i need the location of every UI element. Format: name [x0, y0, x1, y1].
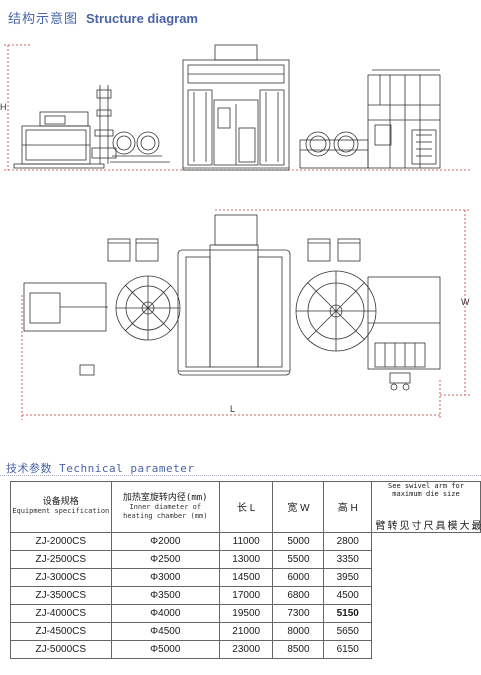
table-header-row: 设备规格 Equipment specification 加热室旋转内径(mm)… [10, 481, 481, 533]
cell-height: 6150 [323, 640, 372, 659]
height-dim-label: H [0, 102, 7, 112]
cell-length: 14500 [218, 568, 274, 587]
header-diameter: 加热室旋转内径(mm) Inner diameter of heating ch… [110, 481, 220, 533]
cell-height: 5150 [323, 604, 372, 623]
length-dim-label: L [230, 404, 235, 414]
cell-diameter: Φ3500 [110, 586, 220, 605]
header-spec: 设备规格 Equipment specification [10, 481, 112, 533]
header-diameter-cn: 加热室旋转内径(mm) [122, 492, 208, 503]
table-row: ZJ-3000CS Φ3000 14500 6000 3950 [10, 568, 481, 587]
cell-height: 3950 [323, 568, 372, 587]
cell-model: ZJ-4000CS [10, 604, 112, 623]
cell-length: 11000 [218, 532, 274, 551]
header-height-text: 高 H [337, 503, 358, 514]
table-row: ZJ-2500CS Φ2500 13000 5500 3350 [10, 550, 481, 569]
cell-width: 6800 [272, 586, 325, 605]
cell-width: 5000 [272, 532, 325, 551]
cell-diameter: Φ3000 [110, 568, 220, 587]
cell-length: 21000 [218, 622, 274, 641]
cell-height: 4500 [323, 586, 372, 605]
cell-length: 19500 [218, 604, 274, 623]
cell-model: ZJ-3000CS [10, 568, 112, 587]
parameter-table: 设备规格 Equipment specification 加热室旋转内径(mm)… [10, 481, 481, 659]
cell-diameter: Φ4000 [110, 604, 220, 623]
table-note: See swivel arm for maximum die size 最大模具… [370, 481, 481, 533]
note-cn: 最大模具尺寸见转臂 [372, 520, 480, 532]
table-row: ZJ-3500CS Φ3500 17000 6800 4500 [10, 586, 481, 605]
table-row: ZJ-2000CS Φ2000 11000 5000 2800 [10, 532, 481, 551]
cell-length: 17000 [218, 586, 274, 605]
cell-model: ZJ-3500CS [10, 586, 112, 605]
cell-width: 5500 [272, 550, 325, 569]
cell-model: ZJ-2500CS [10, 550, 112, 569]
header-length-text: 长 L [237, 503, 256, 514]
table-row: ZJ-5000CS Φ5000 23000 8500 6150 [10, 640, 481, 659]
note-en: See swivel arm for maximum die size [388, 482, 464, 498]
cell-length: 23000 [218, 640, 274, 659]
cell-width: 8500 [272, 640, 325, 659]
section-title-en: Structure diagram [86, 11, 198, 26]
cell-diameter: Φ4500 [110, 622, 220, 641]
technical-parameter-title: 技术参数 Technical parameter [6, 462, 195, 475]
header-width-text: 宽 W [287, 503, 310, 514]
cell-diameter: Φ2500 [110, 550, 220, 569]
cell-height: 5650 [323, 622, 372, 641]
cell-height: 3350 [323, 550, 372, 569]
header-spec-cn: 设备规格 [42, 497, 79, 507]
table-row: ZJ-4500CS Φ4500 21000 8000 5650 [10, 622, 481, 641]
elevation-drawing: H [0, 44, 470, 171]
header-diameter-en1: Inner diameter of [129, 502, 202, 511]
cell-height: 2800 [323, 532, 372, 551]
table-row: ZJ-4000CS Φ4000 19500 7300 5150 [10, 604, 481, 623]
divider [0, 475, 481, 476]
width-dim-label: W [461, 297, 470, 307]
header-width: 宽 W [272, 481, 325, 533]
header-length: 长 L [218, 481, 274, 533]
cell-width: 6000 [272, 568, 325, 587]
plan-drawing: W L [21, 209, 470, 420]
cell-diameter: Φ5000 [110, 640, 220, 659]
cell-model: ZJ-4500CS [10, 622, 112, 641]
header-height: 高 H [323, 481, 372, 533]
header-diameter-en2: heating chamber (mm) [123, 511, 208, 520]
cell-diameter: Φ2000 [110, 532, 220, 551]
cell-model: ZJ-2000CS [10, 532, 112, 551]
cell-width: 7300 [272, 604, 325, 623]
section-title-cn: 结构示意图 [8, 12, 79, 27]
header-spec-en: Equipment specification [12, 507, 110, 515]
cell-length: 13000 [218, 550, 274, 569]
cell-model: ZJ-5000CS [10, 640, 112, 659]
section-title: 结构示意图 Structure diagram [8, 8, 198, 27]
cell-width: 8000 [272, 622, 325, 641]
